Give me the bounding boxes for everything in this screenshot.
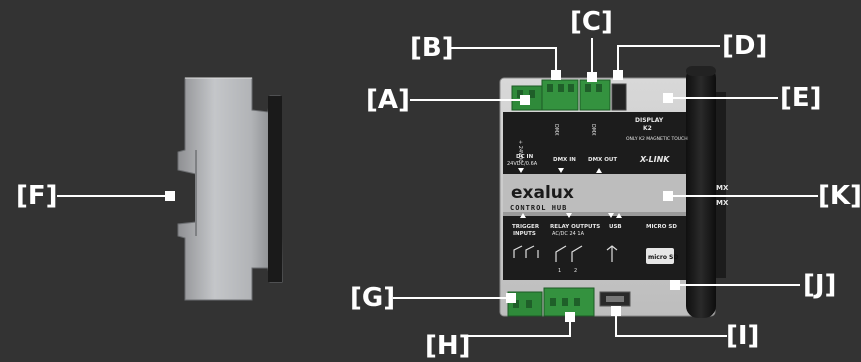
dc-in-title: DC IN — [516, 154, 534, 160]
model-name: CONTROL HUB — [510, 204, 567, 212]
callout-dot-f — [165, 191, 175, 201]
dmx-out-label: DMX OUT — [588, 157, 617, 163]
dmx-in-label: DMX IN — [553, 157, 576, 163]
trigger-title: TRIGGER — [512, 224, 540, 230]
callout-dot-b — [551, 70, 561, 80]
callout-label-c: [C] — [570, 7, 613, 37]
callout-dot-e — [663, 93, 673, 103]
din-rail-side-profile — [177, 77, 283, 301]
callout-line-h — [467, 318, 571, 337]
relay-title: RELAY OUTPUTS — [550, 224, 600, 230]
terminal-label-24vdc: + 24VDC — [517, 140, 523, 163]
callout-dots — [165, 70, 680, 322]
callout-line-i — [615, 310, 727, 337]
callout-label-h: [H] — [425, 331, 471, 361]
callout-dot-k — [663, 191, 673, 201]
callout-label-a: [A] — [366, 85, 410, 115]
dc-in-spec: 24VDC/0.6A — [507, 161, 538, 167]
brand-logo: exalux — [511, 183, 574, 203]
terminal-label-dmx-1: DMX — [553, 124, 559, 136]
relay-number-2: 2 — [574, 268, 577, 274]
callout-dot-c — [587, 72, 597, 82]
only-k2-note: ONLY K2 MAGNETIC TOUCH — [626, 136, 688, 142]
callout-line-d — [617, 45, 720, 74]
callout-dot-i — [611, 306, 621, 316]
callout-label-f: [F] — [16, 181, 58, 211]
callout-label-j: [J] — [803, 270, 837, 300]
callout-dot-g — [506, 293, 516, 303]
control-hub-front-view — [499, 66, 726, 318]
callout-label-g: [G] — [350, 283, 396, 313]
callout-label-b: [B] — [410, 33, 454, 63]
callout-dot-a — [520, 95, 530, 105]
callout-dot-d — [613, 70, 623, 80]
callout-dot-j — [670, 280, 680, 290]
antenna — [686, 66, 716, 318]
usb-label: USB — [609, 224, 622, 230]
trigger-sub: INPUTS — [513, 231, 536, 237]
display-connector — [611, 83, 627, 111]
side-label-mx: MX — [716, 184, 729, 192]
callout-label-k: [K] — [818, 181, 861, 211]
side-label-mx-2: MX — [716, 199, 729, 207]
callout-label-i: [I] — [726, 321, 760, 351]
microsd-label: MICRO SD — [646, 224, 677, 230]
callout-label-e: [E] — [780, 83, 822, 113]
callout-lines — [57, 38, 818, 337]
xlink-logo: X-LINK — [639, 155, 670, 164]
callout-line-b — [450, 47, 557, 74]
microsd-logo: micro SD — [648, 254, 678, 261]
callout-dot-h — [565, 312, 575, 322]
relay-spec: AC/DC 24 1A — [552, 231, 585, 237]
display-title: DISPLAY — [635, 117, 664, 124]
callout-label-d: [D] — [722, 31, 768, 61]
terminal-block-c — [579, 79, 611, 111]
display-sub: K2 — [643, 125, 652, 132]
terminal-label-dmx-2: DMX — [590, 124, 596, 136]
relay-number-1: 1 — [558, 268, 561, 274]
